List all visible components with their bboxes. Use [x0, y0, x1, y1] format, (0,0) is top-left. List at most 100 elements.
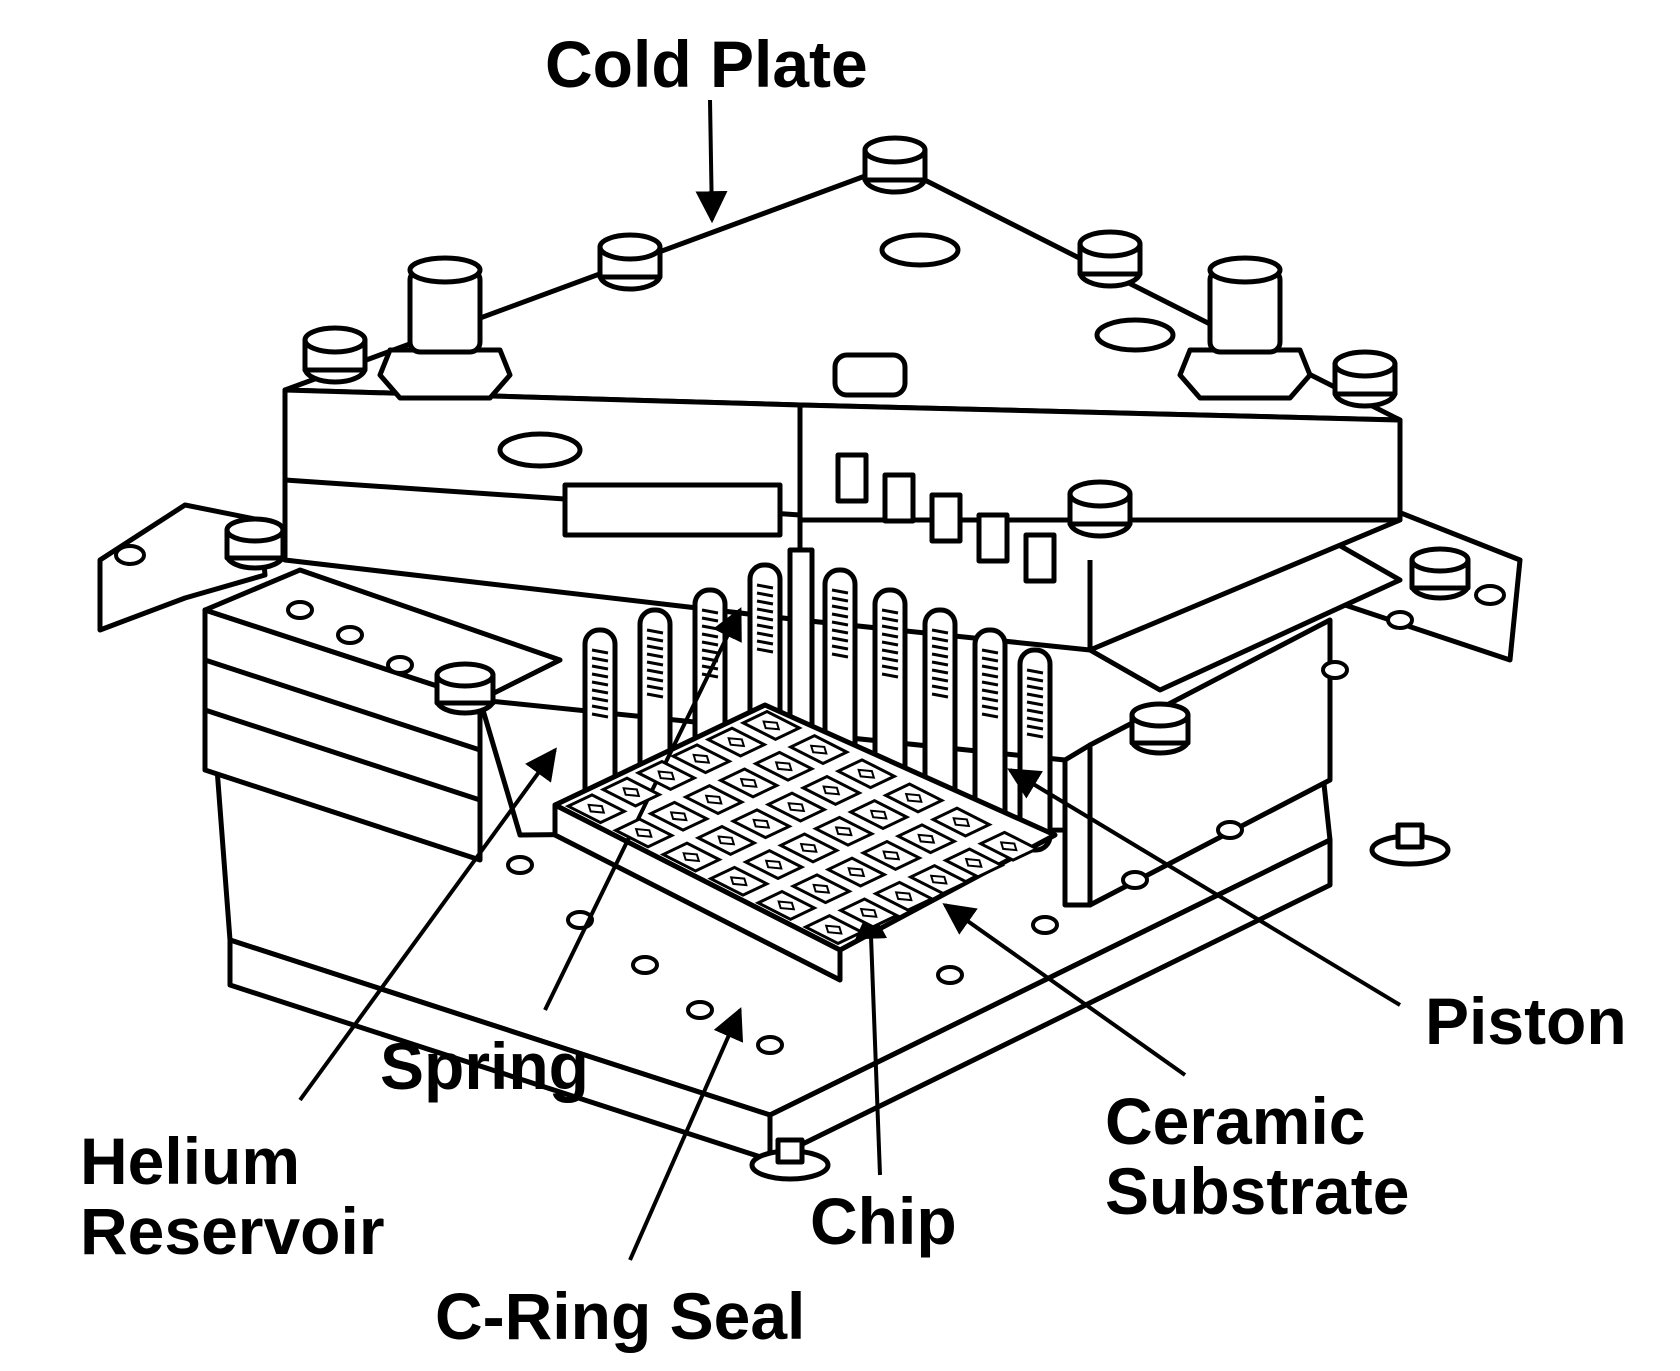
spring-coil: [831, 644, 849, 651]
chip-die: [727, 737, 746, 748]
leader-ceramic-substrate: [942, 903, 1187, 1077]
spring-coils: [591, 583, 1044, 739]
chip-die: [762, 720, 781, 731]
spring-coil: [591, 656, 609, 663]
chip-die: [739, 777, 758, 788]
spring-coil: [646, 692, 664, 699]
spring-coil: [756, 615, 774, 622]
chip-die: [999, 841, 1018, 852]
spring-coil: [981, 696, 999, 703]
spring-coil: [756, 607, 774, 614]
chip-die: [682, 852, 701, 863]
spring-coil: [881, 632, 899, 639]
label-piston: Piston: [1425, 984, 1627, 1058]
chip-die: [657, 770, 676, 781]
spring-coil: [881, 648, 899, 655]
spring-coil: [701, 656, 719, 663]
spring-coil: [1026, 676, 1044, 683]
label-c-ring-seal: C-Ring Seal: [435, 1279, 806, 1353]
leader-cold-plate: [695, 99, 728, 224]
spring-coil: [591, 680, 609, 687]
spring-coil: [981, 648, 999, 655]
spring-coil: [931, 652, 949, 659]
spring-coil: [831, 652, 849, 659]
leader-spring: [543, 607, 742, 1011]
chip-die: [917, 833, 936, 844]
spring-coil: [646, 636, 664, 643]
spring-coil: [701, 640, 719, 647]
chip-die: [729, 876, 748, 887]
spring-coil: [701, 672, 719, 679]
spring-coil: [831, 620, 849, 627]
leader-c-ring-seal: [628, 1007, 744, 1261]
chip-die: [777, 900, 796, 911]
label-cold-plate: Cold Plate: [545, 27, 868, 101]
spring-coil: [1026, 684, 1044, 691]
spring-coil: [591, 696, 609, 703]
spring-coil: [646, 628, 664, 635]
spring-coil: [701, 608, 719, 615]
spring-coil: [756, 639, 774, 646]
spring-coil: [931, 668, 949, 675]
spring-coil: [1026, 700, 1044, 707]
spring-coil: [981, 672, 999, 679]
spring-coil: [591, 672, 609, 679]
chip-die: [764, 859, 783, 870]
spring-coil: [831, 588, 849, 595]
spring-coil: [1026, 708, 1044, 715]
chip-die: [822, 785, 841, 796]
chip-die: [704, 794, 723, 805]
label-substrate: Substrate: [1105, 1154, 1410, 1228]
spring-coil: [881, 664, 899, 671]
chip-die: [634, 827, 653, 838]
spring-coil: [981, 712, 999, 719]
label-chip: Chip: [810, 1184, 957, 1258]
chip-die: [622, 787, 641, 798]
spring-coil: [931, 636, 949, 643]
spring-coil: [646, 644, 664, 651]
chip-die: [717, 835, 736, 846]
spring-coil: [981, 680, 999, 687]
chip-die: [857, 768, 876, 779]
chip-array: [552, 702, 1058, 983]
chip-die: [869, 809, 888, 820]
spring-coil: [591, 704, 609, 711]
spring-coil: [591, 664, 609, 671]
spring-coil: [931, 660, 949, 667]
chip-die: [847, 867, 866, 878]
spring-coil: [701, 664, 719, 671]
chip-die: [952, 817, 971, 828]
leader-piston: [1007, 768, 1402, 1007]
spring-coil: [591, 648, 609, 655]
mounting-feet: [749, 822, 1451, 1182]
spring-coil: [981, 688, 999, 695]
spring-coil: [881, 624, 899, 631]
label-ceramic: Ceramic: [1105, 1084, 1366, 1158]
leader-lines: [298, 99, 1402, 1261]
spring-coil: [646, 684, 664, 691]
leader-chip: [855, 906, 888, 1176]
spring-coil: [1026, 724, 1044, 731]
chip-die: [894, 891, 913, 902]
chip-die: [692, 753, 711, 764]
spring-coil: [981, 664, 999, 671]
label-reservoir: Reservoir: [80, 1194, 385, 1268]
spring-coil: [831, 596, 849, 603]
spring-coil: [881, 672, 899, 679]
spring-coil: [931, 684, 949, 691]
spring-coil: [1026, 732, 1044, 739]
label-spring: Spring: [380, 1029, 589, 1103]
spring-coil: [756, 583, 774, 590]
flange-holes: [114, 544, 1506, 1055]
chip-die: [929, 874, 948, 885]
spring-coil: [591, 688, 609, 695]
spring-coil: [931, 692, 949, 699]
chip-die: [587, 803, 606, 814]
spring-coil: [881, 656, 899, 663]
spring-coil: [931, 644, 949, 651]
chip-die: [669, 811, 688, 822]
label-helium: Helium: [80, 1124, 301, 1198]
spring-coil: [831, 604, 849, 611]
